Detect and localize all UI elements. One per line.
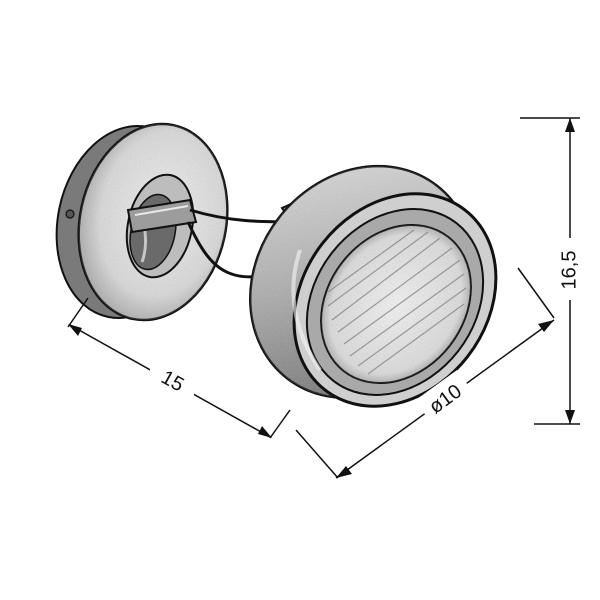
lamp-head [249,164,498,408]
screw-icon [65,209,75,219]
height-arrow-bottom [565,410,575,424]
diameter-arrow-right [538,320,554,332]
height-arrow-top [565,118,575,132]
width-arrow-left [68,324,82,336]
diameter-arrow-left [336,466,352,478]
width-arrow-right [258,426,272,438]
width-extension-right [269,409,291,439]
wire-lower [186,221,263,279]
dimension-width: 15 [67,297,291,439]
diameter-extension-left [295,429,339,479]
diameter-extension-right [517,267,555,319]
dimension-height: 16,5 [520,117,584,425]
height-label: 16,5 [558,251,580,290]
width-extension-left [67,297,89,328]
